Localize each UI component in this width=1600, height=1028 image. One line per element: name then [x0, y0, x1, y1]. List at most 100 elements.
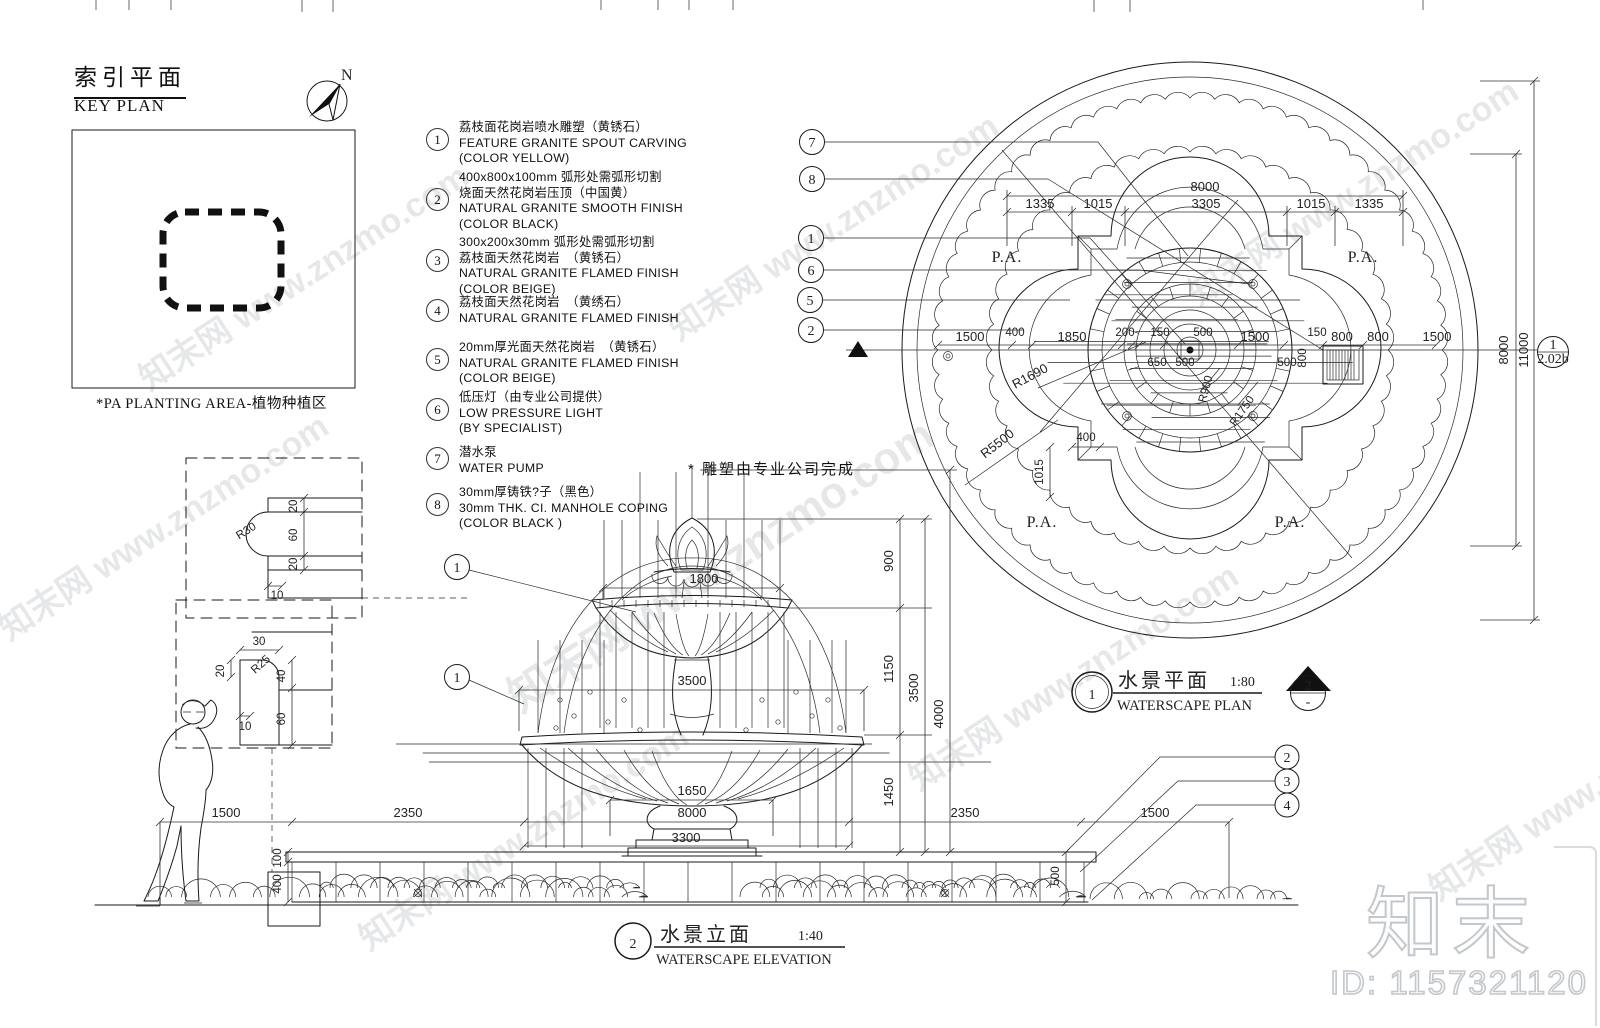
north-label: N [341, 67, 353, 84]
svg-text:1: 1 [454, 671, 461, 686]
svg-text:400: 400 [1076, 432, 1095, 444]
svg-text:8000: 8000 [1496, 336, 1511, 365]
svg-text:1650: 1650 [678, 783, 707, 798]
plan-title-cn: 水景平面 [1118, 669, 1210, 692]
waterscape-elevation-drawing: 1 1 2 3 4 1800 3500 1650 1500 2350 8000 … [94, 465, 1300, 968]
svg-text:1500: 1500 [956, 329, 985, 344]
svg-text:1500: 1500 [212, 805, 241, 820]
key-plan [71, 129, 356, 389]
detail-region-marker [267, 871, 321, 927]
sculpture-note: * 雕塑由专业公司完成 [688, 461, 856, 478]
svg-text:2: 2 [1305, 679, 1312, 694]
svg-text:2: 2 [630, 937, 637, 952]
svg-text:10: 10 [271, 590, 284, 602]
marker-sheet: 2.02b [1537, 352, 1569, 367]
svg-text:3300: 3300 [672, 830, 701, 845]
waterscape-plan-drawing: 1 2.02b 7 8 1 6 5 2 P.A. P.A. P.A. P.A. … [797, 61, 1569, 714]
sheet-edge-ticks [95, 0, 1424, 12]
planting-area-label: P.A. [992, 249, 1023, 266]
svg-text:1850: 1850 [1058, 329, 1087, 344]
svg-text:30: 30 [253, 636, 266, 648]
section-arrow-icon [848, 341, 868, 357]
svg-text:400: 400 [272, 874, 284, 893]
legend-item-number: 7 [426, 447, 449, 470]
svg-text:900: 900 [881, 550, 896, 572]
svg-text:1015: 1015 [1084, 196, 1113, 211]
svg-text:20: 20 [288, 558, 300, 571]
svg-text:R25: R25 [249, 653, 273, 676]
svg-text:60: 60 [288, 529, 300, 542]
svg-text:2350: 2350 [951, 805, 980, 820]
svg-text:2: 2 [808, 324, 815, 339]
legend-item-number: 3 [426, 249, 449, 272]
svg-text:1800: 1800 [690, 571, 719, 586]
svg-text:150: 150 [1307, 327, 1326, 339]
svg-text:1450: 1450 [881, 778, 896, 807]
svg-text:3: 3 [1284, 775, 1291, 790]
elevation-scale: 1:40 [798, 929, 823, 944]
legend-item-number: 4 [426, 299, 449, 322]
key-plan-title-cn: 索引平面 [74, 58, 186, 99]
svg-text:40: 40 [276, 670, 288, 683]
svg-text:20: 20 [288, 500, 300, 513]
elevation-title-en: WATERSCAPE ELEVATION [656, 952, 832, 968]
svg-text:8: 8 [809, 173, 816, 188]
svg-text:3500: 3500 [678, 673, 707, 688]
svg-text:1: 1 [808, 232, 815, 247]
svg-text:4: 4 [1284, 799, 1291, 814]
planting-area-label: P.A. [1027, 514, 1058, 531]
water-droplets [553, 689, 843, 733]
legend-item-number: 5 [426, 348, 449, 371]
legend-item: 2 400x800x100mm 弧形处需弧形切割 烧面天然花岗岩压顶（中国黄） … [426, 170, 696, 232]
human-figure [136, 699, 218, 907]
sheet-ref-marker [1537, 336, 1569, 368]
svg-text:150: 150 [1150, 327, 1169, 339]
sheet-id: ID: 1157321120 [1329, 963, 1588, 1002]
legend-item-number: 6 [426, 398, 449, 421]
legend-item-text: 荔枝面天然花岗岩 （黄绣石） NATURAL GRANITE FLAMED FI… [459, 295, 679, 325]
svg-text:7: 7 [809, 136, 816, 151]
fountain [396, 466, 992, 857]
svg-text:1: 1 [454, 561, 461, 576]
svg-text:1335: 1335 [1355, 196, 1384, 211]
svg-text:200: 200 [1115, 327, 1134, 339]
legend-item: 7 潜水泵 WATER PUMP [426, 445, 696, 476]
legend-item: 1 荔枝面花岗岩喷水雕塑（黄锈石） FEATURE GRANITE SPOUT … [426, 120, 696, 167]
svg-text:60: 60 [276, 713, 288, 726]
svg-text:5: 5 [807, 294, 814, 309]
plan-title: 1 水景平面 1:80 WATERSCAPE PLAN 2 - [1071, 666, 1331, 714]
svg-text:500: 500 [1277, 357, 1296, 369]
svg-text:11000: 11000 [1516, 332, 1531, 367]
svg-text:R5500: R5500 [978, 426, 1017, 461]
light-symbol [943, 279, 1258, 421]
legend-item-number: 8 [426, 493, 449, 516]
svg-text:R1690: R1690 [1009, 360, 1050, 391]
svg-text:3500: 3500 [906, 674, 921, 703]
key-plan-title-en: KEY PLAN [74, 96, 165, 115]
legend-item-number: 1 [426, 128, 449, 151]
svg-text:1500: 1500 [1423, 329, 1452, 344]
legend-item-text: 低压灯（由专业公司提供） LOW PRESSURE LIGHT (BY SPEC… [459, 390, 611, 435]
legend-item-text: 300x200x30mm 弧形处需弧形切割 荔枝面天然花岗岩 （黄锈石） NAT… [459, 235, 679, 296]
svg-text:1335: 1335 [1026, 196, 1055, 211]
detail-box-b: 30 20 40 60 10 R25 [175, 599, 333, 750]
legend-item: 6 低压灯（由专业公司提供） LOW PRESSURE LIGHT (BY SP… [426, 390, 696, 437]
legend-item-text: 潜水泵 WATER PUMP [459, 445, 544, 475]
key-plan-caption: *PA PLANTING AREA-植物种植区 [96, 396, 327, 412]
plan-dimensions: 8000 1335 1015 3305 1015 1335 1500 400 1… [933, 76, 1540, 625]
svg-text:1015: 1015 [1034, 459, 1046, 485]
planting-area-label: P.A. [1348, 249, 1379, 266]
legend-item-number: 2 [426, 188, 449, 211]
legend-item-text: 荔枝面花岗岩喷水雕塑（黄锈石） FEATURE GRANITE SPOUT CA… [459, 120, 688, 165]
svg-text:1: 1 [1089, 688, 1096, 703]
svg-text:800: 800 [1331, 329, 1353, 344]
plan-scale: 1:80 [1230, 675, 1255, 690]
plan-title-en: WATERSCAPE PLAN [1117, 698, 1252, 714]
svg-text:8000: 8000 [1191, 179, 1220, 194]
manhole-grate [1322, 345, 1364, 385]
svg-text:100: 100 [272, 848, 284, 867]
svg-text:R900: R900 [1197, 374, 1216, 404]
legend-item: 3 300x200x30mm 弧形处需弧形切割 荔枝面天然花岗岩 （黄锈石） N… [426, 235, 696, 297]
svg-text:6: 6 [808, 264, 815, 279]
